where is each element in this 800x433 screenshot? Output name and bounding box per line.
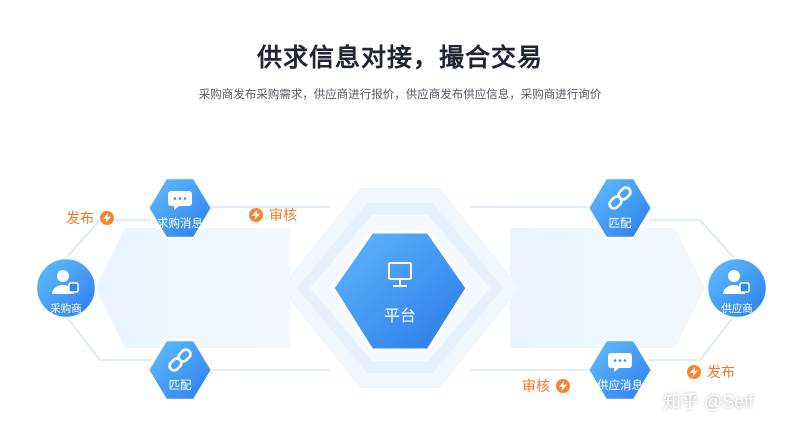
bolt-icon [556,379,570,393]
right-band [510,228,705,348]
publish-tag-right: 发布 [687,362,735,382]
chat-icon [608,353,632,372]
match-left-hex [146,338,214,402]
review-tag-right: 审核 [522,376,570,396]
review-tag-text: 审核 [269,207,297,223]
review-tag-left: 审核 [249,205,297,225]
purchaser-label: 采购商 [50,303,82,315]
platform-hex [331,230,469,352]
bolt-icon [249,208,263,222]
match-right-label: 匹配 [608,218,632,230]
review-tag-text: 审核 [522,378,550,394]
monitor-icon [388,262,412,287]
publish-tag-text: 发布 [66,210,94,226]
watermark: 知乎 @Seif [663,392,754,412]
page-subtitle: 采购商发布采购需求，供应商进行报价，供应商发布供应信息，采购商进行询价 [198,89,602,101]
chat-icon [168,191,192,210]
match-right-hex [586,176,654,240]
supplier-label: 供应商 [721,303,753,315]
purchase-message-label: 求购消息 [157,218,203,230]
link-icon [168,348,192,372]
link-icon [608,186,632,210]
platform-label: 平台 [383,308,416,325]
connector-left-bottom [65,315,151,361]
bolt-icon [687,365,701,379]
page-title: 供求信息对接，撮合交易 [256,44,543,72]
user-icon [52,270,79,294]
user-icon [723,270,750,294]
left-band [95,228,290,348]
connector-right-bottom [649,315,735,361]
supply-message-label: 供应消息 [597,380,643,392]
connector-right-top [649,219,735,259]
publish-tag-text: 发布 [707,364,735,380]
bolt-icon [100,211,114,225]
supply-message-hex [586,338,654,402]
publish-tag-left: 发布 [66,208,114,228]
match-left-label: 匹配 [168,380,192,392]
purchase-message-hex [146,176,214,240]
